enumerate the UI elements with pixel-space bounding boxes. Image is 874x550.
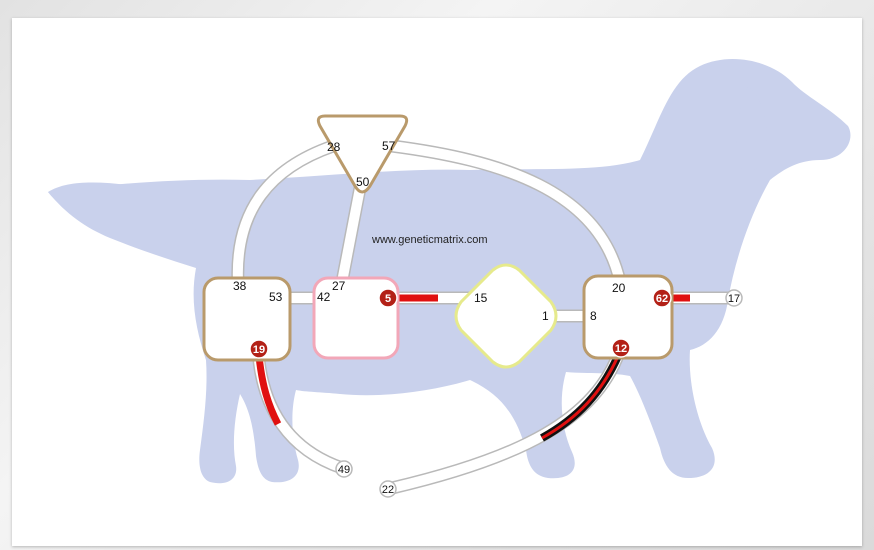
svg-text:49: 49 [338,464,350,476]
badge-19: 19 [250,340,268,358]
dog-silhouette [48,59,850,483]
badge-62: 62 [653,289,671,307]
triangle-label-right: 57 [382,139,396,153]
svg-text:17: 17 [728,293,740,305]
svg-text:62: 62 [656,293,668,305]
badge-12: 12 [612,339,630,357]
endpoint-17: 17 [726,290,742,306]
diamond-label-left: 15 [474,291,488,305]
left-square-label-right: 53 [269,290,283,304]
left-square-label-top: 38 [233,279,247,293]
diamond-label-right: 1 [542,309,549,323]
pink-square-label-left: 42 [317,290,331,304]
svg-text:19: 19 [253,344,265,356]
right-square-label-top: 20 [612,281,626,295]
svg-text:22: 22 [382,484,394,496]
genetic-matrix-diagram: www.geneticmatrix.com 28 57 50 38 53 42 … [12,18,862,546]
diagram-card: www.geneticmatrix.com 28 57 50 38 53 42 … [12,18,862,546]
watermark-text: www.geneticmatrix.com [371,234,488,246]
pink-square-label-top: 27 [332,279,346,293]
right-square-label-left: 8 [590,309,597,323]
svg-text:5: 5 [385,293,391,305]
badge-5: 5 [379,289,397,307]
svg-text:12: 12 [615,343,627,355]
endpoint-22: 22 [380,481,396,497]
endpoint-49: 49 [336,461,352,477]
dog-body [48,59,850,483]
triangle-label-left: 28 [327,140,341,154]
triangle-label-bottom: 50 [356,175,370,189]
